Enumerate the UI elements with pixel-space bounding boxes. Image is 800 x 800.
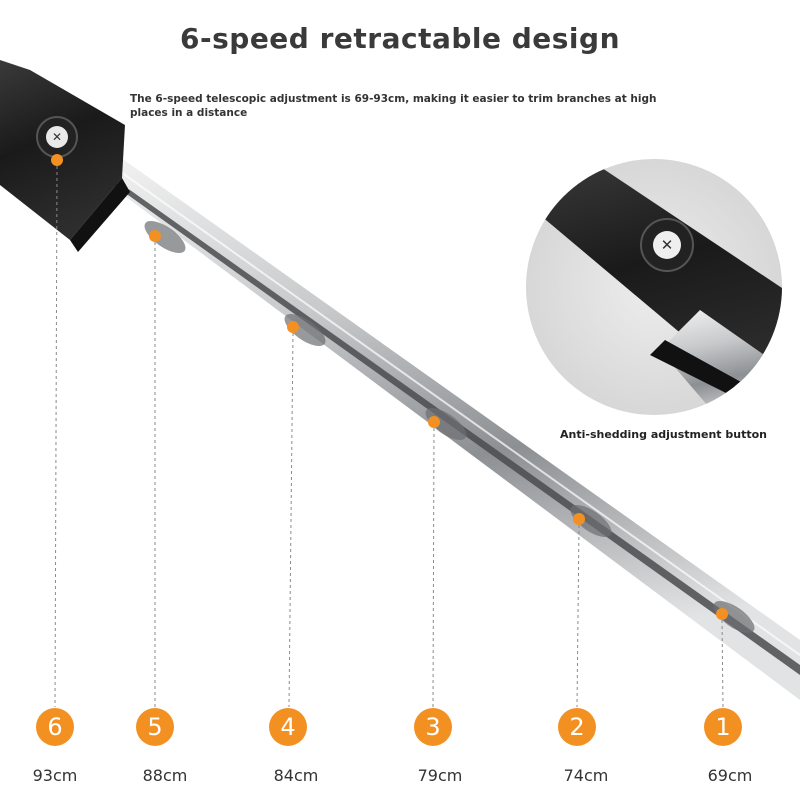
step-number-6: 6 — [36, 708, 74, 746]
step-length-1: 69cm — [707, 766, 753, 785]
step-length-3: 79cm — [417, 766, 463, 785]
notch-dot-1 — [716, 608, 728, 620]
step-number-3: 3 — [414, 708, 452, 746]
notch-dot-6 — [51, 154, 63, 166]
notch-dot-3 — [428, 416, 440, 428]
step-notches — [51, 154, 755, 634]
guide-lines — [54, 165, 724, 708]
page-title: 6-speed retractable design — [180, 22, 620, 55]
adjustment-knob: ✕ — [36, 116, 78, 158]
page-subtitle: The 6-speed telescopic adjustment is 69-… — [130, 93, 657, 119]
notch-dot-2 — [573, 513, 585, 525]
callout-zoom: ✕ — [526, 159, 782, 415]
step-number-2: 2 — [558, 708, 596, 746]
step-length-2: 74cm — [563, 766, 609, 785]
svg-text:✕: ✕ — [661, 236, 674, 254]
step-number-5: 5 — [136, 708, 174, 746]
notch-dot-5 — [149, 230, 161, 242]
svg-text:✕: ✕ — [52, 130, 62, 144]
step-number-1: 1 — [704, 708, 742, 746]
step-length-4: 84cm — [273, 766, 319, 785]
step-length-6: 93cm — [32, 766, 78, 785]
step-length-5: 88cm — [142, 766, 188, 785]
notch-dot-4 — [287, 321, 299, 333]
step-number-4: 4 — [269, 708, 307, 746]
callout-label: Anti-shedding adjustment button — [560, 428, 767, 441]
